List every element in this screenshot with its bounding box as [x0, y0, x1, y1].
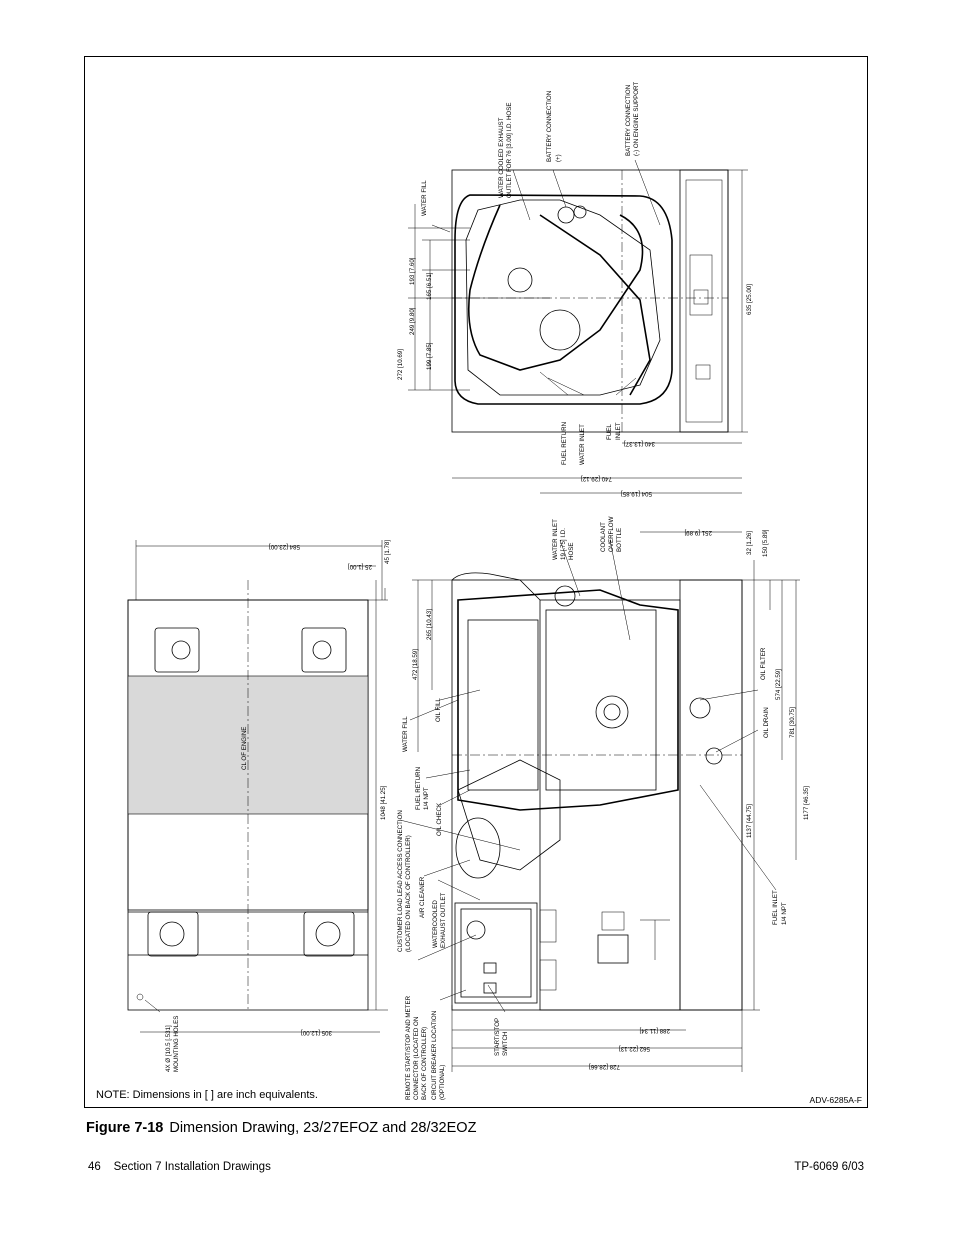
dimensions-note: NOTE: Dimensions in [ ] are inch equival…: [96, 1089, 318, 1101]
dim-740: 740 [29.12]: [581, 475, 612, 482]
dim-781: 781 [30.75]: [789, 707, 796, 738]
callout-start-stop-1: START/STOP: [494, 1018, 501, 1056]
figure-caption: Figure 7-18 Dimension Drawing, 23/27EFOZ …: [86, 1120, 476, 1136]
callout-circuit-breaker-1: CIRCUIT BREAKER LOCATION: [431, 1011, 438, 1100]
callout-air-cleaner: AIR CLEANER: [419, 876, 426, 918]
dim-574: 574 [22.59]: [775, 669, 782, 700]
callout-fuel-return-top: FUEL RETURN: [561, 422, 568, 465]
dim-584: 584 [23.00]: [269, 543, 300, 550]
side-view: [127, 540, 388, 1033]
callout-circuit-breaker-2: (OPTIONAL): [439, 1065, 446, 1100]
dim-472: 472 [18.59]: [412, 649, 419, 680]
dim-635: 635 [25.00]: [746, 284, 753, 315]
callout-fuel-inlet-top-1: FUEL: [606, 424, 613, 440]
callout-cl-engine: CL OF ENGINE: [241, 727, 248, 770]
dim-1048: 1048 [41.25]: [380, 785, 387, 820]
dim-32: 32 [1.26]: [746, 531, 753, 555]
callout-water-inlet-hose-3: HOSE: [568, 542, 575, 560]
callout-water-inlet-hose-1: WATER INLET: [552, 519, 559, 560]
callout-water-cooled-exhaust-outlet-1: WATERCOOLED: [432, 900, 439, 948]
footer-left: 46 Section 7 Installation Drawings: [88, 1161, 271, 1173]
callout-customer-load-1: CUSTOMER LOAD LEAD ACCESS CONNECTION: [397, 810, 404, 952]
dim-251: 251 [9.89]: [684, 529, 712, 536]
dim-1137: 1137 [44.75]: [746, 804, 753, 838]
callout-labels: WATER COOLED EXHAUST OUTLET FOR 76 [3.00…: [165, 82, 788, 1100]
callout-water-cooled-exhaust-1: WATER COOLED EXHAUST: [498, 117, 505, 198]
dim-165: 165 [6.51]: [426, 272, 433, 300]
callout-customer-load-2: (LOCATED ON BACK OF CONTROLLER): [405, 835, 412, 952]
callout-water-inlet-hose-2: 19 [.75] I.D.: [560, 528, 567, 560]
drawing-frame: [84, 56, 868, 1108]
dim-249: 249 [9.80]: [409, 307, 416, 335]
front-view: [399, 477, 800, 1072]
callout-water-inlet-top: WATER INLET: [579, 424, 586, 465]
callout-fuel-inlet-side-2: 1/4 NPT: [781, 902, 788, 925]
callout-coolant-3: BOTTLE: [616, 528, 623, 552]
dim-25: 25 [1.00]: [348, 563, 372, 570]
dim-288: 288 [11.34]: [639, 1027, 670, 1034]
callout-coolant-1: COOLANT: [600, 522, 607, 552]
dim-728: 728 [28.66]: [589, 1063, 620, 1070]
callout-fuel-inlet-side-1: FUEL INLET: [772, 890, 779, 925]
callout-water-cooled-exhaust-2: OUTLET FOR 76 [3.00] I.D. HOSE: [506, 103, 513, 198]
dim-193: 193 [7.60]: [409, 257, 416, 285]
callout-remote-start-3: BACK OF CONTROLLER): [421, 1027, 428, 1100]
dim-305: 305 [12.00]: [301, 1029, 332, 1036]
figure-label: Figure 7-18: [86, 1120, 164, 1136]
callout-oil-filter: OIL FILTER: [760, 647, 767, 680]
callout-water-fill-front: WATER FILL: [402, 716, 409, 752]
callout-water-cooled-exhaust-outlet-2: EXHAUST OUTLET: [440, 893, 447, 948]
callout-battery-neg-1: BATTERY CONNECTION: [625, 85, 632, 156]
callout-fuel-return-front-1: FUEL RETURN: [415, 767, 422, 810]
callout-fuel-inlet-top-2: INLET: [615, 422, 622, 440]
top-view: [408, 159, 748, 444]
dimension-labels: 272 [10.69] 249 [9.80] 199 [7.85] 193 [7…: [269, 257, 810, 1070]
section-title: Section 7 Installation Drawings: [113, 1161, 271, 1173]
dim-265: 265 [10.43]: [426, 609, 433, 640]
dim-272: 272 [10.69]: [397, 349, 404, 380]
dim-562: 562 [22.13]: [619, 1045, 650, 1052]
callout-oil-drain: OIL DRAIN: [763, 707, 770, 738]
document-number: TP-6069 6/03: [794, 1161, 864, 1173]
callout-mounting-holes-2: MOUNTING HOLES: [173, 1016, 180, 1072]
figure-title: Dimension Drawing, 23/27EFOZ and 28/32EO…: [169, 1120, 477, 1136]
callout-coolant-2: OVERFLOW: [608, 516, 615, 552]
dim-504: 504 [19.85]: [621, 490, 652, 497]
dim-340: 340 [13.37]: [624, 440, 655, 447]
callout-battery-neg-2: (-) ON ENGINE SUPPORT: [633, 82, 640, 156]
callout-mounting-holes-1: 4X Ø [10.5 [.531]: [165, 1025, 172, 1072]
callout-oil-fill: OIL FILL: [435, 698, 442, 722]
callout-oil-check: OIL CHECK: [436, 802, 443, 836]
page-number: 46: [88, 1161, 101, 1173]
callout-start-stop-2: SWITCH: [502, 1032, 509, 1056]
callout-remote-start-2: CONNECTOR (LOCATED ON: [413, 1017, 420, 1100]
dim-199: 199 [7.85]: [426, 342, 433, 370]
dim-45: 45 [1.78]: [384, 540, 391, 564]
callout-battery-pos-2: (+): [555, 154, 562, 162]
dim-1177: 1177 [46.35]: [803, 786, 810, 820]
callout-water-fill-top: WATER FILL: [421, 180, 428, 216]
callout-battery-pos-1: BATTERY CONNECTION: [546, 91, 553, 162]
callout-remote-start-1: REMOTE START/STOP AND METER: [405, 995, 412, 1100]
drawing-number: ADV-6285A-F: [809, 1095, 862, 1105]
dim-150: 150 [5.89]: [762, 529, 769, 557]
callout-fuel-return-front-2: 1/4 NPT: [423, 787, 430, 810]
